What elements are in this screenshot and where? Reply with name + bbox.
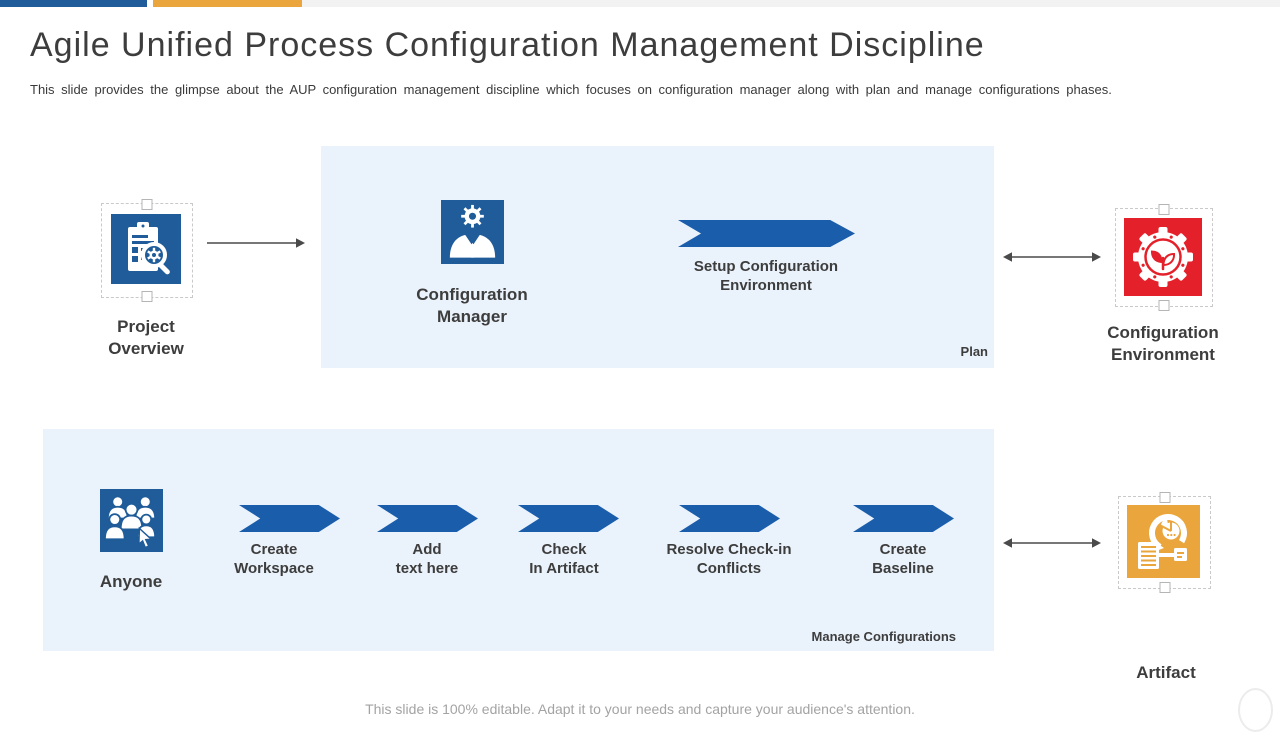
anyone-label: Anyone	[99, 572, 163, 591]
step-label: Add text here	[395, 541, 459, 577]
double-arrow-icon	[1003, 537, 1101, 549]
step-label: Create Workspace	[234, 541, 314, 577]
page-title: Agile Unified Process Configuration Mana…	[30, 26, 985, 64]
selection-box	[101, 199, 193, 302]
double-arrow-icon	[1003, 251, 1101, 263]
configuration-environment-icon	[1124, 218, 1202, 296]
configuration-manager-label: Configuration Manager	[416, 285, 528, 326]
watermark-circle	[1238, 688, 1273, 732]
topbar-orange-segment	[153, 0, 302, 7]
topbar-blue-segment	[0, 0, 147, 7]
artifact-icon	[1127, 505, 1200, 578]
arrow-right-icon	[207, 237, 305, 249]
resize-handle[interactable]	[1159, 492, 1170, 503]
topbar-track	[302, 0, 1280, 7]
selection-box	[1115, 204, 1213, 311]
step-label: Resolve Check-in Conflicts	[666, 541, 792, 577]
artifact-label: Artifact	[1136, 663, 1196, 682]
page-subtitle: This slide provides the glimpse about th…	[30, 82, 1112, 97]
anyone-icon	[100, 489, 163, 552]
plan-panel-tag: Plan	[960, 344, 988, 359]
step-label: Create Baseline	[872, 541, 934, 577]
manage-panel-tag: Manage Configurations	[811, 629, 956, 644]
resize-handle[interactable]	[1158, 300, 1170, 311]
project-overview-label: Project Overview	[108, 317, 184, 358]
configuration-manager-icon	[441, 200, 504, 264]
manage-panel	[43, 429, 994, 651]
resize-handle[interactable]	[141, 199, 153, 210]
project-overview-icon	[111, 214, 181, 284]
resize-handle[interactable]	[1159, 582, 1170, 593]
resize-handle[interactable]	[1158, 204, 1170, 215]
configuration-environment-label: Configuration Environment	[1107, 323, 1219, 364]
setup-step-label: Setup Configuration Environment	[693, 258, 839, 294]
resize-handle[interactable]	[141, 291, 153, 302]
setup-step-chevron	[678, 220, 855, 247]
plan-panel	[321, 146, 994, 368]
selection-box	[1118, 492, 1211, 593]
step-label: Check In Artifact	[529, 541, 599, 577]
footer-note: This slide is 100% editable. Adapt it to…	[365, 701, 915, 717]
